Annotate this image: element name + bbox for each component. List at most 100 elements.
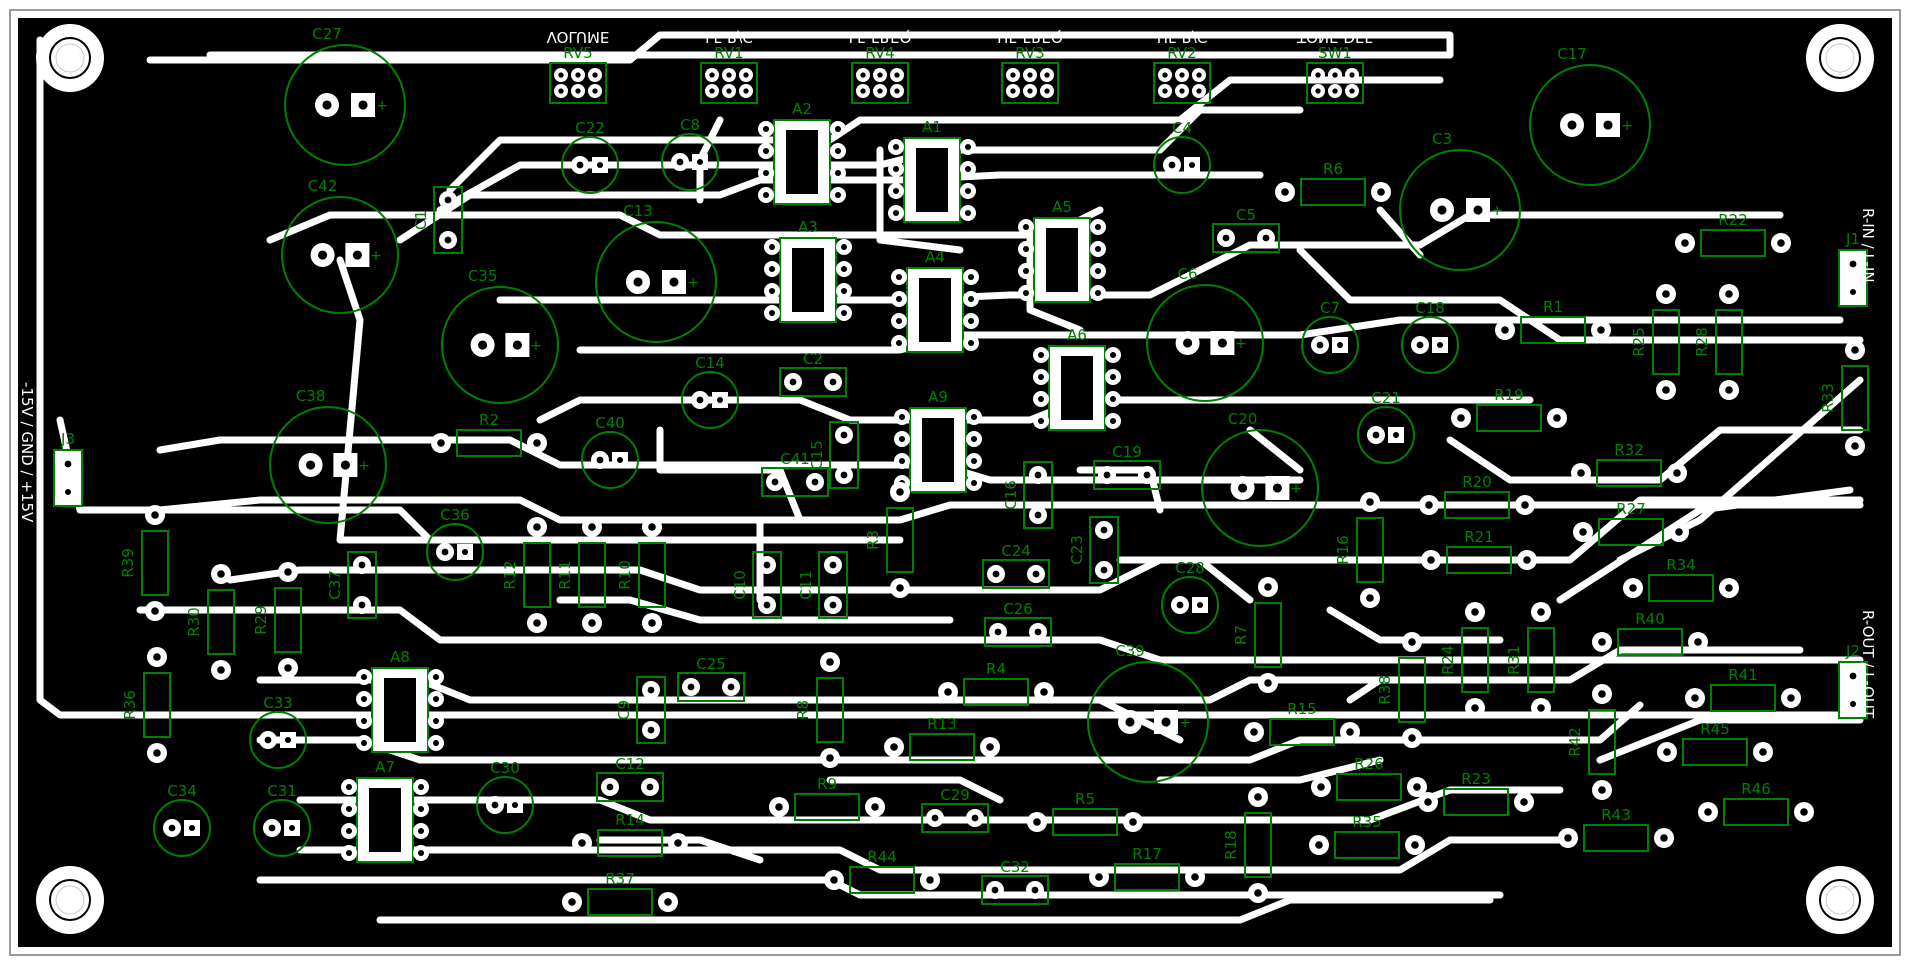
footprint-c25: C25 xyxy=(677,655,745,702)
footprint-r18: R18 xyxy=(1222,787,1272,903)
ref-designator: A1 xyxy=(922,118,942,136)
footprint-c13: +C13 xyxy=(595,202,717,343)
ref-designator: C2 xyxy=(803,350,823,368)
footprint-r41: R41 xyxy=(1685,666,1801,712)
ref-designator: A6 xyxy=(1067,326,1087,344)
ref-designator: A7 xyxy=(375,758,395,776)
footprint-c41: C41 xyxy=(761,450,829,497)
svg-text:+: + xyxy=(1621,118,1633,134)
footprint-c29: C29 xyxy=(921,786,989,833)
footprint-r30: R30 xyxy=(185,564,235,680)
ref-designator: RV3 xyxy=(1015,44,1044,62)
footprint-c32: C32 xyxy=(981,858,1049,905)
ref-designator: R34 xyxy=(1666,556,1696,574)
footprint-c38: +C38 xyxy=(269,387,387,524)
footprint-r29: R29 xyxy=(252,562,302,678)
ref-designator: C38 xyxy=(296,387,326,405)
ref-designator: C36 xyxy=(440,506,470,524)
ref-designator: A4 xyxy=(925,248,945,266)
ref-designator: C42 xyxy=(308,177,338,195)
svg-text:+: + xyxy=(1290,481,1302,497)
ref-designator: C20 xyxy=(1228,410,1258,428)
footprint-r37: R37 xyxy=(562,870,678,916)
j1-side-label: R-IN / L-IN xyxy=(1859,208,1877,283)
ref-designator: A8 xyxy=(390,648,410,666)
footprint-r44: R44 xyxy=(824,848,940,894)
ref-designator: C35 xyxy=(468,267,498,285)
footprint-c18: C18 xyxy=(1401,299,1459,374)
control-label: TONE DEF xyxy=(1296,28,1373,46)
ref-designator: R43 xyxy=(1601,806,1631,824)
footprint-c23: C23 xyxy=(1068,516,1119,584)
ref-designator: C15 xyxy=(808,440,826,470)
ref-designator: C11 xyxy=(797,570,815,600)
ref-designator: R4 xyxy=(986,660,1006,678)
ref-designator: R33 xyxy=(1819,383,1837,413)
footprint-c14: C14 xyxy=(681,354,739,429)
svg-text:+: + xyxy=(370,248,382,264)
ref-designator: R6 xyxy=(1323,160,1343,178)
ref-designator: C19 xyxy=(1112,443,1142,461)
ref-designator: C26 xyxy=(1003,600,1033,618)
footprint-r13: R13 xyxy=(884,715,1000,761)
ref-designator: C6 xyxy=(1178,265,1198,283)
footprint-r1: R1 xyxy=(1495,298,1611,344)
ref-designator: C30 xyxy=(490,759,520,777)
ref-designator: RV2 xyxy=(1167,44,1196,62)
ref-designator: R22 xyxy=(1718,211,1748,229)
j3-side-label: -15V / GND / +15V xyxy=(18,382,36,523)
ref-designator: C31 xyxy=(267,782,297,800)
ref-designator: A5 xyxy=(1052,198,1072,216)
ref-designator: RV1 xyxy=(714,44,743,62)
footprint-rv5: RV5 xyxy=(549,44,607,104)
footprint-c22: C22 xyxy=(561,119,619,194)
control-label: VOLUME xyxy=(547,28,610,46)
footprint-c20: + C20 xyxy=(1201,410,1319,547)
footprint-c16: C16 xyxy=(1002,461,1053,529)
ref-designator: C4 xyxy=(1172,119,1192,137)
ref-designator: R10 xyxy=(616,560,634,590)
ref-designator: J2 xyxy=(1845,642,1860,660)
footprint-c34: C34 xyxy=(153,782,211,857)
footprint-c33: C33 xyxy=(249,694,307,769)
footprint-r26: R26 xyxy=(1311,755,1427,801)
ref-designator: C7 xyxy=(1320,299,1340,317)
ref-designator: R5 xyxy=(1075,790,1095,808)
footprint-a4: A4 xyxy=(891,248,979,353)
ref-designator: R39 xyxy=(119,548,137,578)
footprint-c24: C24 xyxy=(982,542,1050,589)
footprint-r2: R2 xyxy=(431,411,547,457)
ref-designator: C29 xyxy=(940,786,970,804)
ref-designator: R12 xyxy=(501,560,519,590)
footprint-r33: R33 xyxy=(1819,340,1869,456)
footprint-r34: R34 xyxy=(1623,556,1739,602)
ref-designator: R32 xyxy=(1614,441,1644,459)
ref-designator: R41 xyxy=(1728,666,1758,684)
footprint-rv2: RV2 xyxy=(1153,44,1211,104)
footprint-rv1: RV1 xyxy=(700,44,758,104)
ref-designator: C34 xyxy=(167,782,197,800)
ref-designator: C10 xyxy=(731,570,749,600)
ref-designator: C3 xyxy=(1432,130,1452,148)
svg-text:+: + xyxy=(687,275,699,291)
ref-designator: C40 xyxy=(595,414,625,432)
ref-designator: R46 xyxy=(1741,780,1771,798)
j2-side-label: R-OUT / L-OUT xyxy=(1859,610,1877,719)
ref-designator: C9 xyxy=(615,700,633,720)
ref-designator: R26 xyxy=(1354,755,1384,773)
footprint-a9: A9 xyxy=(894,388,982,493)
ref-designator: R9 xyxy=(817,775,837,793)
footprint-r4: R4 xyxy=(938,660,1054,706)
ref-designator: R40 xyxy=(1635,610,1665,628)
ref-designator: R21 xyxy=(1464,528,1494,546)
footprint-a5: A5 xyxy=(1018,198,1106,303)
footprint-rv3: RV3 xyxy=(1001,44,1059,104)
ref-designator: SW1 xyxy=(1318,44,1352,62)
ref-designator: R29 xyxy=(252,605,270,635)
footprint-r43: R43 xyxy=(1558,806,1674,852)
ref-designator: C23 xyxy=(1068,535,1086,565)
svg-text:+: + xyxy=(1179,715,1191,731)
footprint-r20: R20 xyxy=(1419,473,1535,519)
footprint-r3: R3 xyxy=(864,482,914,598)
